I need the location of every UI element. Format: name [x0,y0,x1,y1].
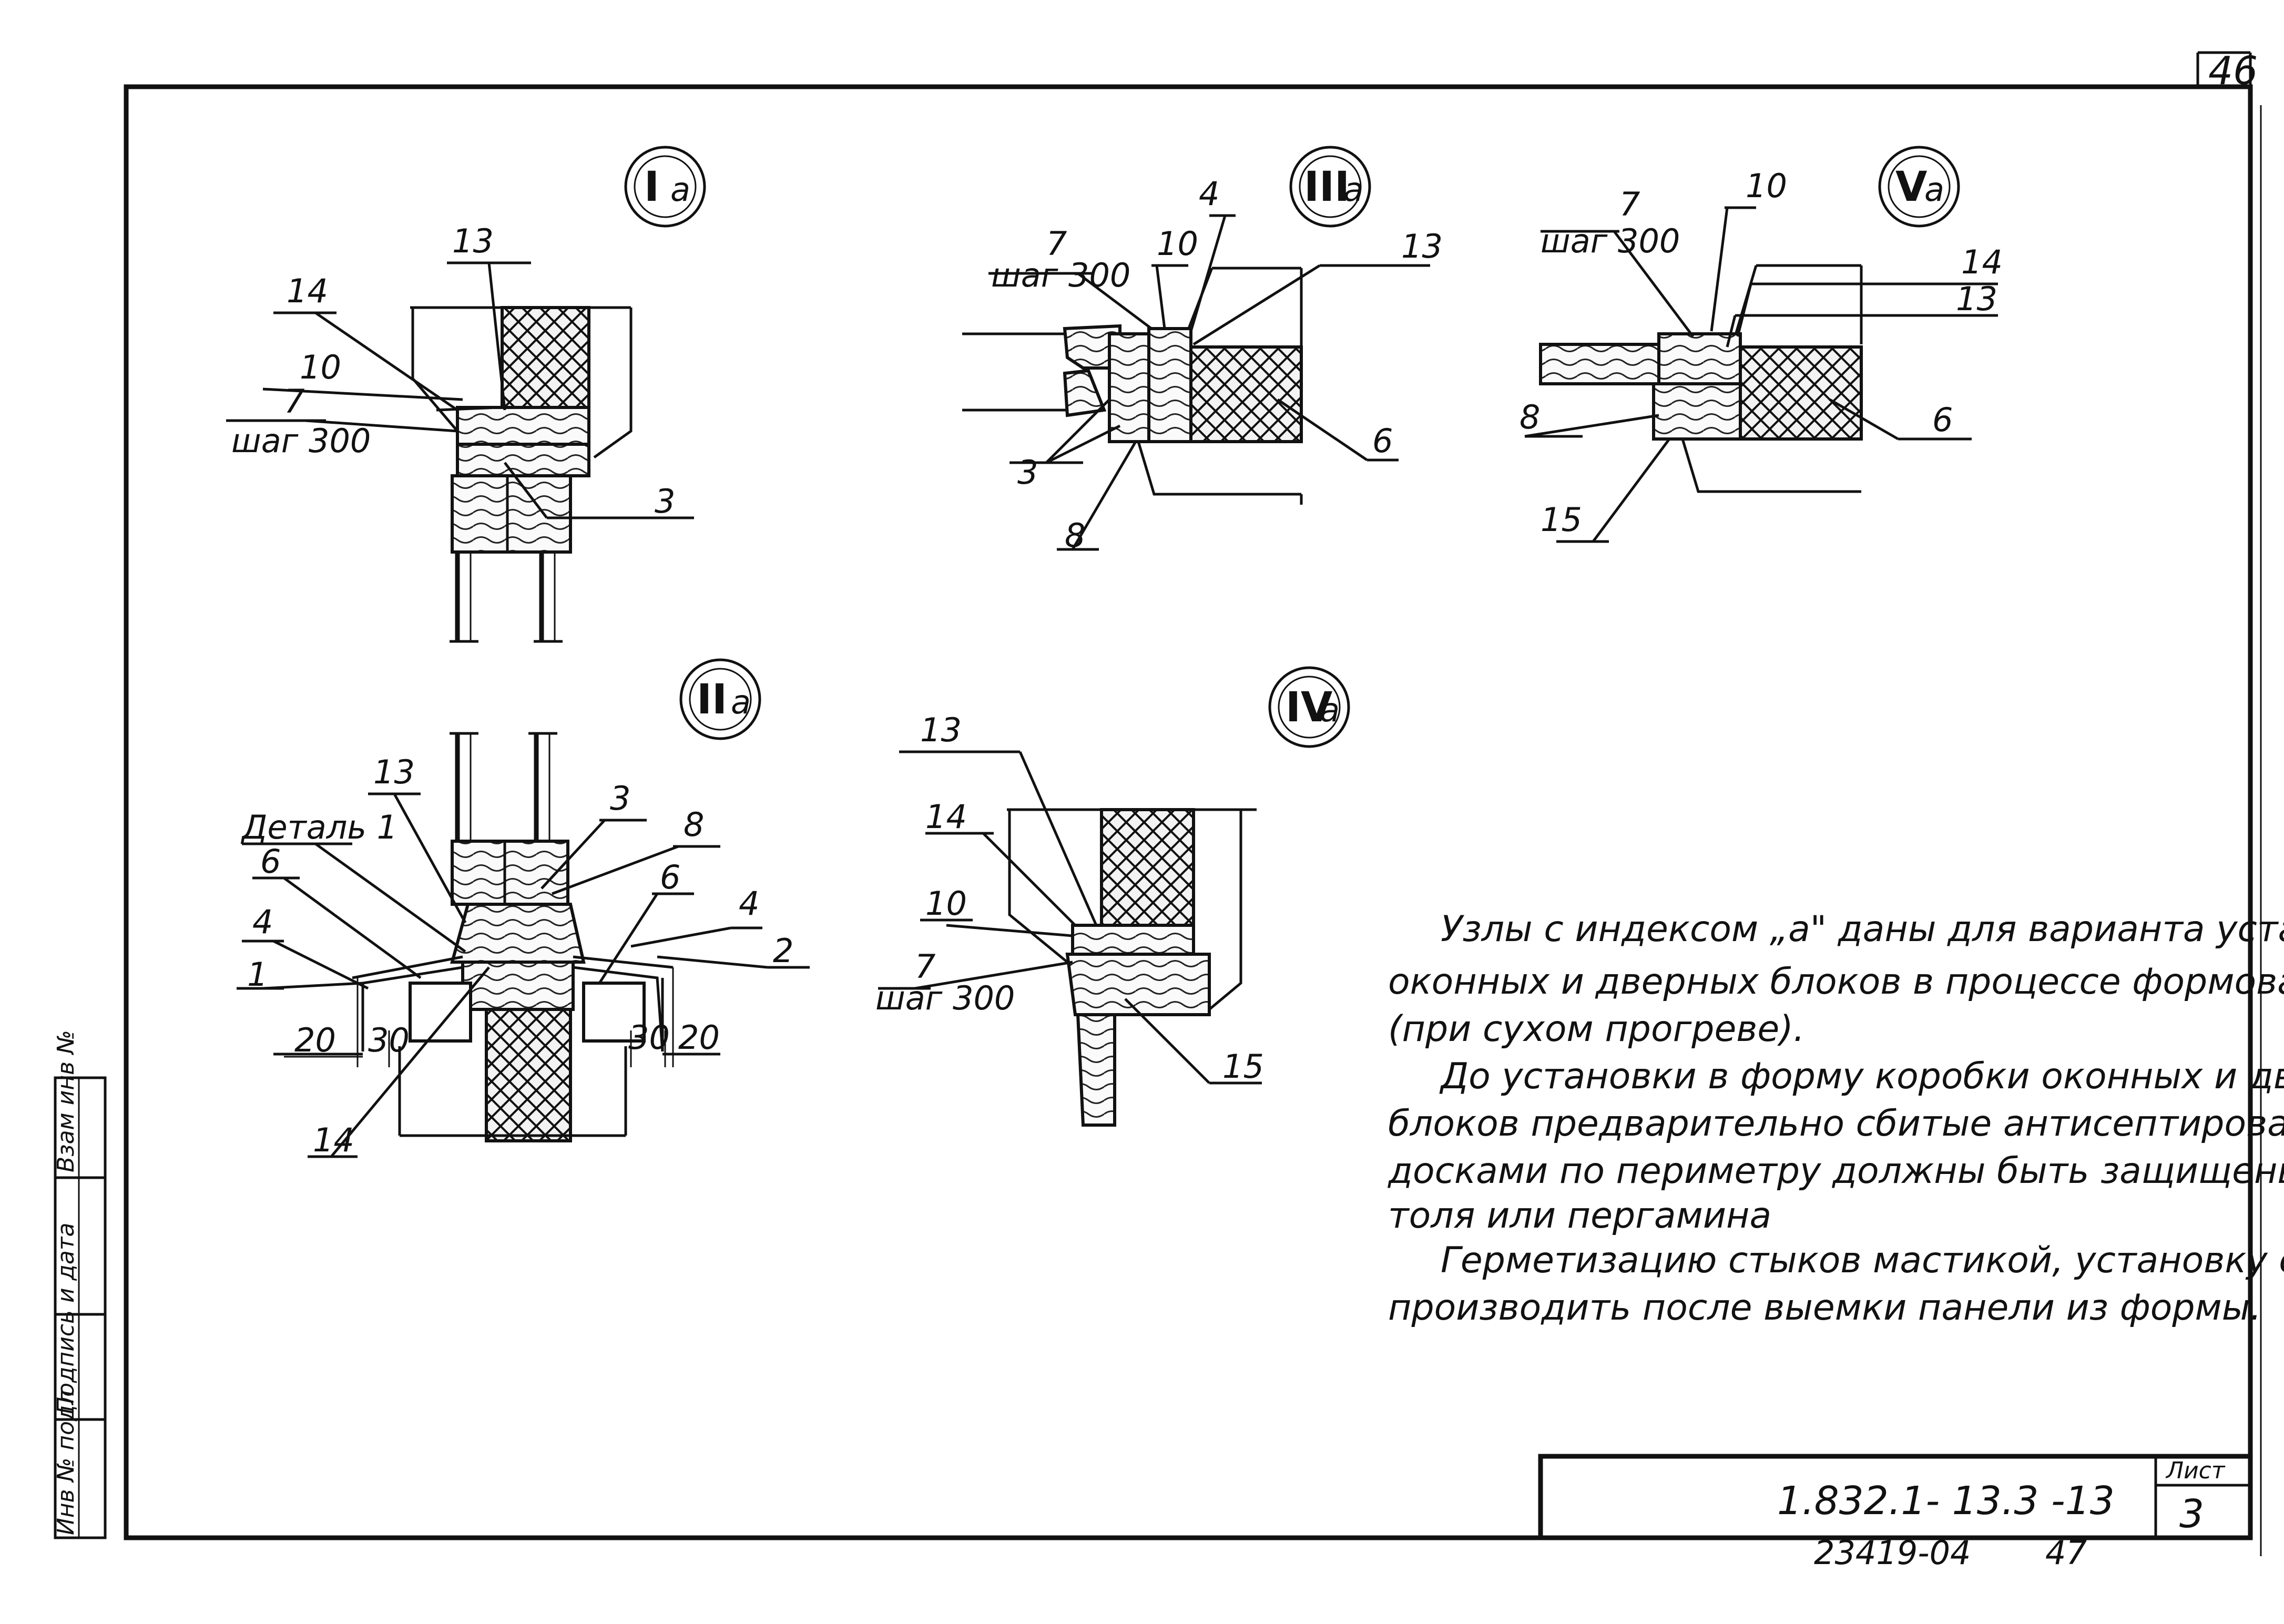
node-IVa-mark: IV a [1268,666,1350,748]
node-IIIa-callout-3: 3 [1017,453,1038,492]
sheet-frame [124,51,2262,1556]
page-label: Лист [2165,1457,2226,1484]
node-Ia-callout-10: 10 [300,348,341,386]
node-IIa-callout-6-left: 6 [260,842,281,881]
note-line-4: До установки в форму коробки оконных и д… [1439,1056,2284,1097]
sheet-number-cell: 46 [2208,48,2258,94]
node-IIIa: III a 7 шаг 300 4 10 13 3 [962,146,1443,555]
note-line-6: досками по периметру должны быть защищен… [1388,1150,2284,1192]
node-IIIa-callout-13: 13 [1401,227,1443,265]
note-line-3: (при сухом прогреве). [1388,1008,1804,1050]
node-IIa-callout-2: 2 [773,932,793,970]
node-IIIa-callout-4: 4 [1199,175,1219,213]
general-notes: Узлы с индексом „а" даны для варианта ус… [1388,908,2284,1329]
node-Va-callout-13: 13 [1956,280,1997,318]
node-Ia-callout-step: шаг 300 [231,422,371,460]
note-line-5: блоков предварительно сбитые антисептиро… [1388,1103,2284,1145]
node-Va-callout-15: 15 [1541,501,1582,539]
node-Va-mark-index: a [1924,170,1944,209]
node-Ia-callout-13: 13 [452,222,494,260]
node-IVa-mark-index: a [1320,691,1340,729]
archive-number: 23419-04 [1814,1534,1971,1572]
node-IVa-callout-step: шаг 300 [875,979,1015,1017]
node-Ia-mark: I a [624,146,706,228]
node-IIa-dim-20-left: 20 [294,1021,336,1059]
node-IIa-callout-1: 1 [247,955,268,994]
node-IIa-mark-index: a [731,683,751,721]
node-IIa-dim-20-right: 20 [678,1018,720,1057]
note-line-7: толя или пергамина [1388,1195,1771,1237]
node-Va-callout-7: 7 [1619,185,1640,223]
node-Va-callout-14: 14 [1961,243,2003,281]
archive-sheet: 47 [2045,1534,2087,1572]
node-IVa-callout-15: 15 [1222,1047,1264,1086]
node-IIa-dim-30-left: 30 [368,1021,410,1059]
node-IIIa-callout-7: 7 [1046,224,1067,263]
node-IVa-callout-10: 10 [925,884,967,923]
node-Va-callout-8: 8 [1520,398,1540,436]
node-IVa-callout-13: 13 [920,711,962,749]
note-line-9: производить после выемки панели из формы… [1388,1287,2261,1329]
node-IIa-callout-13: 13 [373,753,415,791]
node-IVa-mark-roman: IV [1286,684,1332,731]
node-Va-mark: V a [1878,146,1960,228]
node-IIa-callout-8: 8 [684,805,704,844]
side-stamp-cell-1: Инв № подл [53,1390,79,1535]
node-IIa: II a [237,658,810,1159]
note-line-8: Герметизацию стыков мастикой, установку … [1441,1240,2284,1281]
node-IIIa-callout-8: 8 [1065,516,1085,555]
node-Ia-callout-7: 7 [284,382,304,421]
node-Ia-mark-index: a [670,170,690,209]
node-IVa-callout-7: 7 [915,947,935,986]
node-IIIa-mark-roman: III [1304,164,1350,211]
node-IVa-callout-14: 14 [925,798,967,836]
node-IIa-callout-6-right: 6 [660,858,680,896]
node-Va-callout-step: шаг 300 [1541,222,1680,260]
side-stamp-cell-3: Взам инв № [53,1030,79,1172]
node-IVa: IV a 13 14 10 7 шаг 300 15 [875,666,1350,1127]
node-IIa-dim-30-right: 30 [628,1018,670,1057]
node-IIa-callout-3: 3 [610,779,630,818]
node-IIa-callout-detail: Деталь 1 [240,808,397,846]
node-IIIa-mark: III a [1289,146,1371,228]
node-Va-mark-roman: V [1895,164,1927,211]
note-line-1: Узлы с индексом „а" даны для варианта ус… [1441,908,2284,950]
node-IIa-callout-4-left: 4 [252,903,273,941]
node-Va: V a 7 10 шаг 300 14 13 8 6 15 [1520,146,2003,543]
node-IIa-callout-14: 14 [313,1121,354,1159]
node-IIIa-mark-index: a [1343,170,1363,209]
sheet-number: 46 [2208,48,2258,94]
side-stamp: Инв № подл Подпись и дата Взам инв № [53,1030,107,1539]
node-IIa-mark-roman: II [697,676,727,723]
node-Va-callout-10: 10 [1746,167,1787,205]
node-IIIa-callout-6: 6 [1372,422,1393,460]
node-Ia: I a 13 14 10 7 шаг 300 3 [226,146,706,643]
node-Ia-callout-3: 3 [655,482,675,520]
node-IIa-callout-4-right: 4 [739,884,759,923]
document-code: 1.832.1- 13.3 -13 [1777,1478,2115,1524]
node-IIIa-callout-10: 10 [1157,224,1198,263]
side-stamp-cell-2: Подпись и дата [53,1223,79,1414]
node-IIIa-callout-step: шаг 300 [991,256,1130,294]
node-Ia-mark-roman: I [644,164,659,211]
node-Ia-callout-14: 14 [287,272,328,310]
node-IIa-mark: II a [679,658,761,740]
node-Va-callout-6: 6 [1932,401,1953,439]
title-block: 1.832.1- 13.3 -13 Лист 3 23419-04 47 [1538,1454,2253,1572]
page-number: 3 [2179,1492,2204,1537]
note-line-2: оконных и дверных блоков в процессе форм… [1388,961,2284,1003]
